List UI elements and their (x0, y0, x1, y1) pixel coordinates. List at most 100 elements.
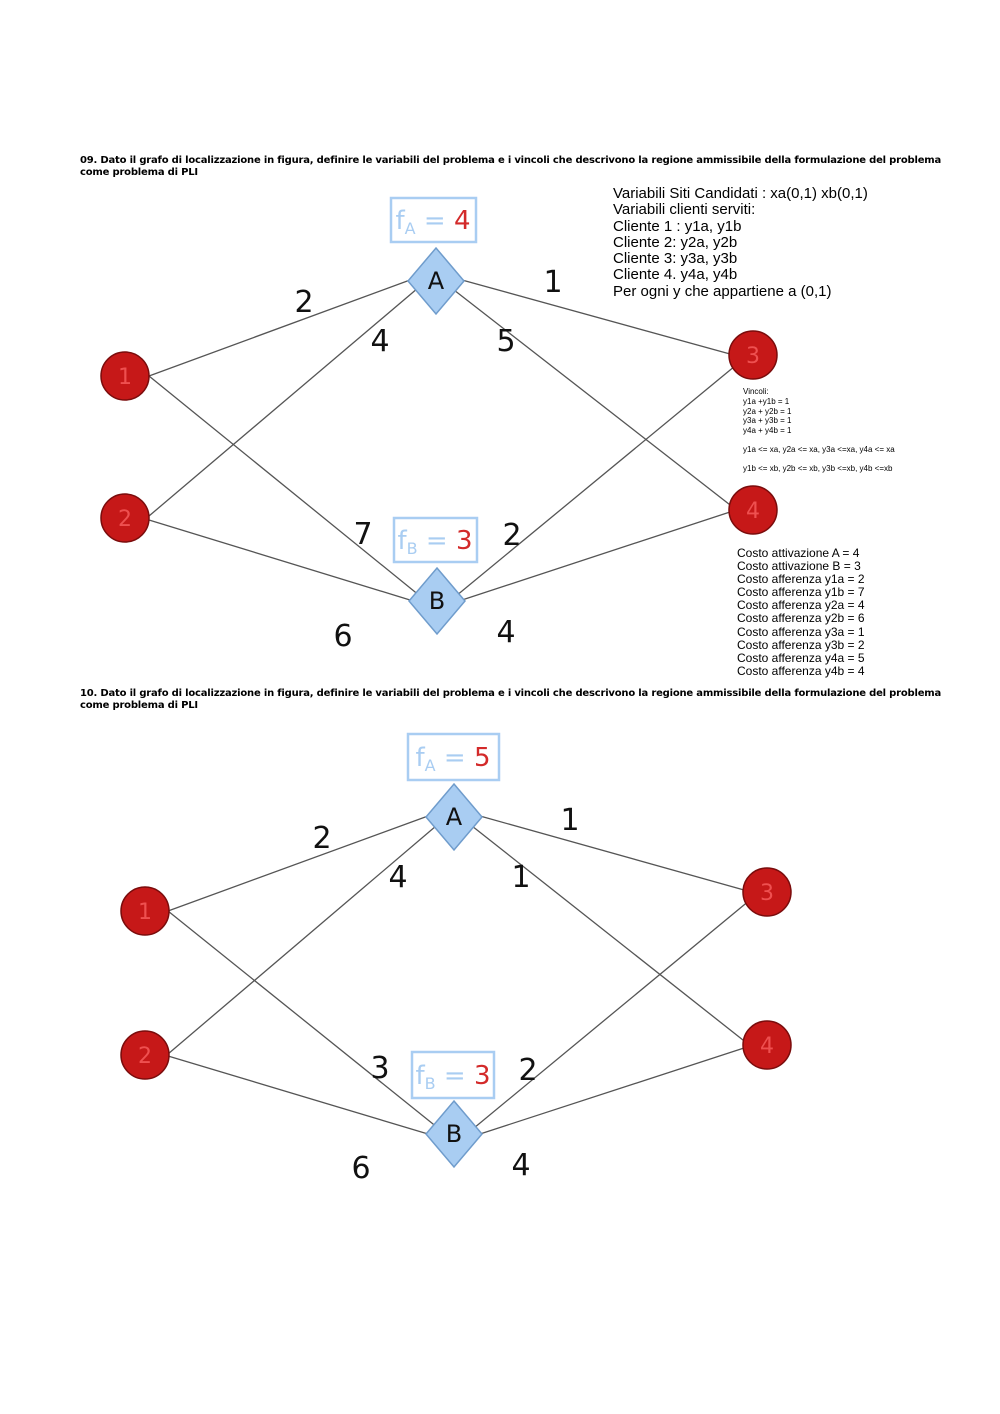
weight-2-B: 6 (351, 1151, 370, 1186)
site-A (407, 246, 465, 316)
edge-1-A (167, 815, 429, 912)
edge-A-3 (461, 279, 731, 355)
client-4-label: 4 (760, 1034, 774, 1059)
site-B-label: B (446, 1120, 462, 1148)
client-3-label: 3 (746, 344, 760, 369)
fB-value: 3 (456, 526, 473, 556)
site-A-label: A (428, 267, 445, 295)
weight-1-B: 3 (370, 1051, 389, 1086)
fB-value: 3 (474, 1061, 491, 1091)
client-1-label: 1 (138, 900, 152, 925)
question-09-title-line1: 09. Dato il grafo di localizzazione in f… (80, 155, 942, 166)
edge-2-B (167, 1055, 429, 1135)
vincoli-line: y3a + y3b = 1 (743, 416, 792, 426)
weight-A-4: 5 (496, 324, 515, 359)
client-2 (100, 493, 150, 543)
weight-B-3: 2 (502, 518, 521, 553)
vincoli-line: y1b <= xb, y2b <= xb, y3b <=xb, y4b <=xb (743, 463, 893, 473)
client-2-label: 2 (138, 1044, 152, 1069)
weight-1-A: 2 (312, 821, 331, 856)
fB-box (392, 516, 479, 564)
costs-list: Costo attivazione A = 4 Costo attivazion… (737, 546, 865, 678)
graph-09: 2 4 1 5 7 6 2 4 fA = 4 fB = 3 A B 1 2 3 … (100, 196, 778, 654)
variables-line: Variabili clienti serviti: (613, 201, 756, 219)
client-1-label: 1 (118, 365, 132, 390)
cost-line: Costo afferenza y4a = 5 (737, 650, 865, 665)
variables-line: Cliente 3: y3a, y3b (613, 250, 738, 268)
question-09-title-line2: come problema di PLI (80, 167, 198, 178)
weight-1-A: 2 (294, 285, 313, 320)
edge-A-4 (471, 825, 749, 1045)
vincoli-title: Vincoli: (743, 387, 769, 396)
weight-B-3: 2 (518, 1053, 537, 1088)
question-10-title: 10. Dato il grafo di localizzazione in f… (80, 688, 942, 712)
client-4 (728, 485, 778, 535)
weight-B-4: 4 (496, 615, 515, 650)
weight-A-3: 1 (543, 265, 562, 300)
edge-2-A (148, 287, 419, 517)
question-09-title: 09. Dato il grafo di localizzazione in f… (80, 155, 942, 179)
cost-line: Costo attivazione A = 4 (737, 546, 860, 560)
edge-1-B (148, 375, 421, 597)
variables-line: Cliente 2: y2a, y2b (613, 233, 738, 251)
fA-box (389, 196, 478, 244)
site-B (408, 566, 466, 636)
cost-line: Costo afferenza y3a = 1 (737, 624, 865, 639)
weight-2-A: 4 (388, 860, 407, 895)
vincoli-line: y1a +y1b = 1 (743, 396, 790, 406)
fA-box (406, 732, 501, 782)
cost-line: Costo afferenza y3b = 2 (737, 637, 865, 652)
variables-line: Cliente 4. y4a, y4b (613, 266, 738, 284)
client-1 (100, 351, 150, 401)
client-3-label: 3 (760, 881, 774, 906)
cost-line: Costo afferenza y1b = 7 (737, 585, 865, 600)
site-A-label: A (446, 803, 463, 831)
client-4 (742, 1020, 792, 1070)
client-2-label: 2 (118, 507, 132, 532)
fA-label: fA = 4 (396, 206, 471, 238)
cost-line: Costo afferenza y1a = 2 (737, 572, 865, 587)
edge-B-3 (473, 899, 751, 1129)
client-3 (742, 867, 792, 917)
client-3 (728, 330, 778, 380)
client-4-label: 4 (746, 499, 760, 524)
fB-label: fB = 3 (397, 526, 472, 558)
weight-B-4: 4 (511, 1148, 530, 1183)
client-2 (120, 1030, 170, 1080)
site-B-label: B (429, 587, 445, 615)
edge-2-B (148, 519, 411, 601)
variables-line: Variabili Siti Candidati : xa(0,1) xb(0,… (613, 185, 868, 202)
edge-B-3 (455, 365, 736, 597)
variables-line: Per ogni y che appartiene a (0,1) (613, 282, 832, 300)
site-B (425, 1099, 483, 1169)
fA-label: fA = 5 (416, 743, 491, 775)
weight-2-A: 4 (370, 324, 389, 359)
edge-2-A (167, 825, 437, 1055)
variables-line: Cliente 1 : y1a, y1b (613, 217, 742, 235)
fA-value: 5 (474, 743, 491, 773)
question-10-title-line2: come problema di PLI (80, 700, 198, 711)
weight-1-B: 7 (353, 517, 372, 552)
cost-line: Costo afferenza y2a = 4 (737, 598, 865, 613)
fB-label: fB = 3 (415, 1061, 490, 1093)
weight-2-B: 6 (333, 619, 352, 654)
weight-A-4: 1 (511, 860, 530, 895)
site-A (425, 782, 483, 852)
vincoli-line: y2a + y2b = 1 (743, 406, 792, 416)
fA-value: 4 (454, 206, 471, 236)
edge-A-3 (479, 815, 745, 891)
edge-1-A (148, 279, 411, 377)
cost-line: Costo afferenza y2b = 6 (737, 611, 865, 626)
cost-line: Costo afferenza y4b = 4 (737, 663, 865, 678)
vincoli-line: y4a + y4b = 1 (743, 426, 792, 436)
question-10-title-line1: 10. Dato il grafo di localizzazione in f… (80, 688, 942, 699)
vincoli-line: y1a <= xa, y2a <= xa, y3a <=xa, y4a <= x… (743, 444, 895, 454)
edge-B-4 (479, 1047, 745, 1135)
edge-1-B (167, 910, 439, 1129)
cost-line: Costo attivazione B = 3 (737, 559, 861, 574)
client-1 (120, 886, 170, 936)
fB-box (410, 1050, 496, 1100)
weight-A-3: 1 (560, 803, 579, 838)
edge-A-4 (453, 289, 735, 509)
